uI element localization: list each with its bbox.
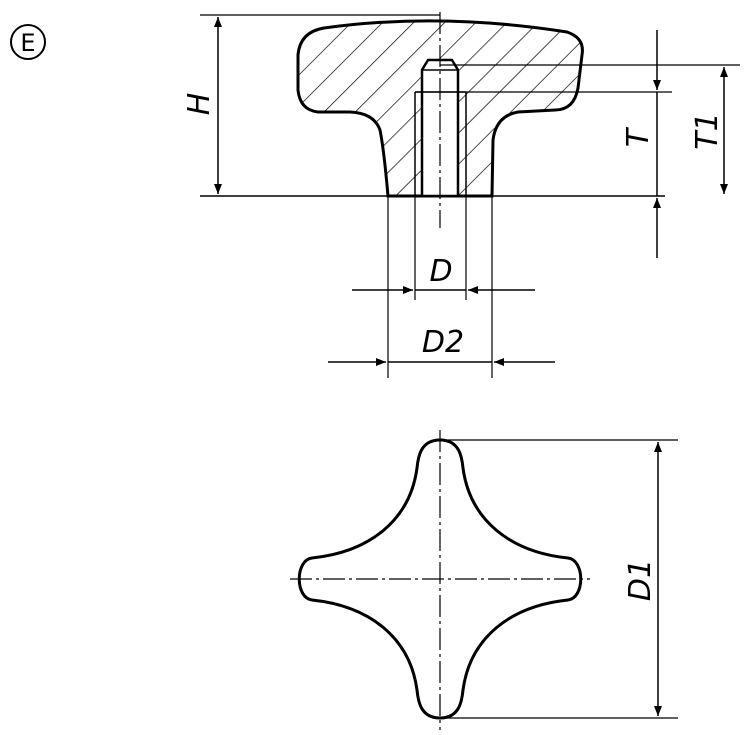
- section-view: H T T1 D D2: [182, 12, 740, 378]
- dim-T-label: T: [621, 126, 656, 147]
- top-view: D1: [290, 430, 678, 730]
- dim-D-label: D: [429, 254, 452, 289]
- dim-D2-label: D2: [422, 325, 464, 360]
- variant-label: E: [20, 29, 35, 57]
- dim-D1-label: D1: [623, 559, 658, 601]
- variant-badge: E: [10, 24, 46, 60]
- dim-T1-label: T1: [690, 112, 725, 149]
- dim-H-label: H: [182, 93, 217, 116]
